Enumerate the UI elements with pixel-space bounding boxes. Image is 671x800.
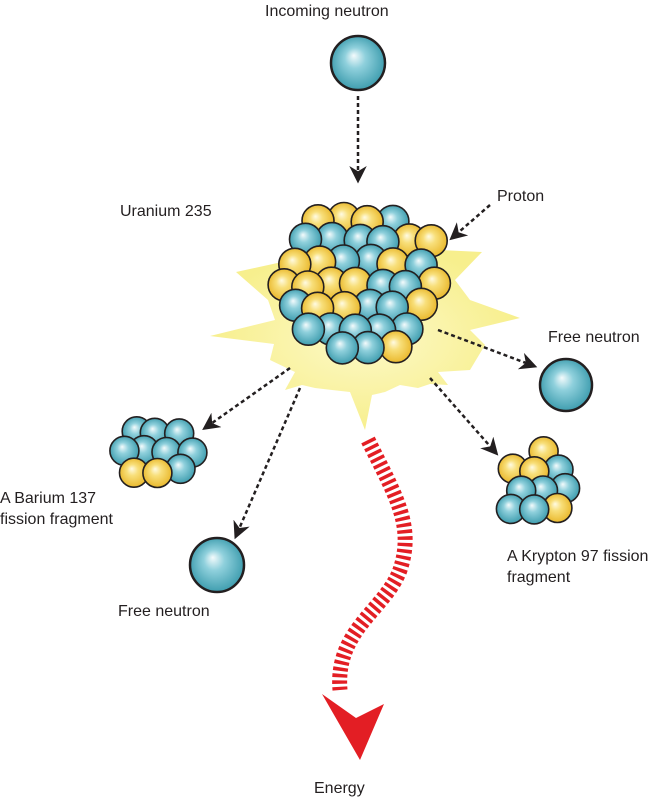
arrow-to-free-neutron-right	[437, 328, 538, 370]
free-neutron-right	[538, 357, 594, 413]
free-neutron-left	[188, 536, 246, 594]
uranium-235-nucleus	[267, 201, 452, 365]
arrow-to-krypton	[429, 377, 499, 456]
uranium-neutron	[291, 312, 326, 347]
energy-label: Energy	[314, 780, 365, 797]
uranium-235-label: Uranium 235	[120, 203, 212, 220]
uranium-neutron	[325, 331, 360, 365]
arrow-proton-pointer	[449, 204, 491, 241]
free-neutron-left-label: Free neutron	[118, 603, 210, 620]
krypton-neutron	[518, 494, 550, 525]
krypton-97-fragment	[495, 435, 581, 525]
proton-label: Proton	[497, 188, 545, 205]
barium-label-line2: fission fragment	[0, 511, 113, 528]
krypton-label-line2: fragment	[507, 569, 571, 586]
arrow-to-free-neutron-left	[233, 387, 302, 540]
free-neutron-right-label: Free neutron	[548, 329, 640, 346]
energy-arrowhead	[322, 694, 384, 760]
arrow-to-barium	[202, 366, 291, 431]
incoming-neutron	[329, 34, 387, 92]
barium-label-line1: A Barium 137	[0, 490, 97, 507]
energy-wave	[332, 436, 413, 691]
barium-proton	[142, 457, 173, 489]
barium-137-fragment	[109, 415, 208, 489]
incoming-neutron-label: Incoming neutron	[265, 3, 389, 20]
krypton-label-line1: A Krypton 97 fission	[507, 548, 649, 565]
